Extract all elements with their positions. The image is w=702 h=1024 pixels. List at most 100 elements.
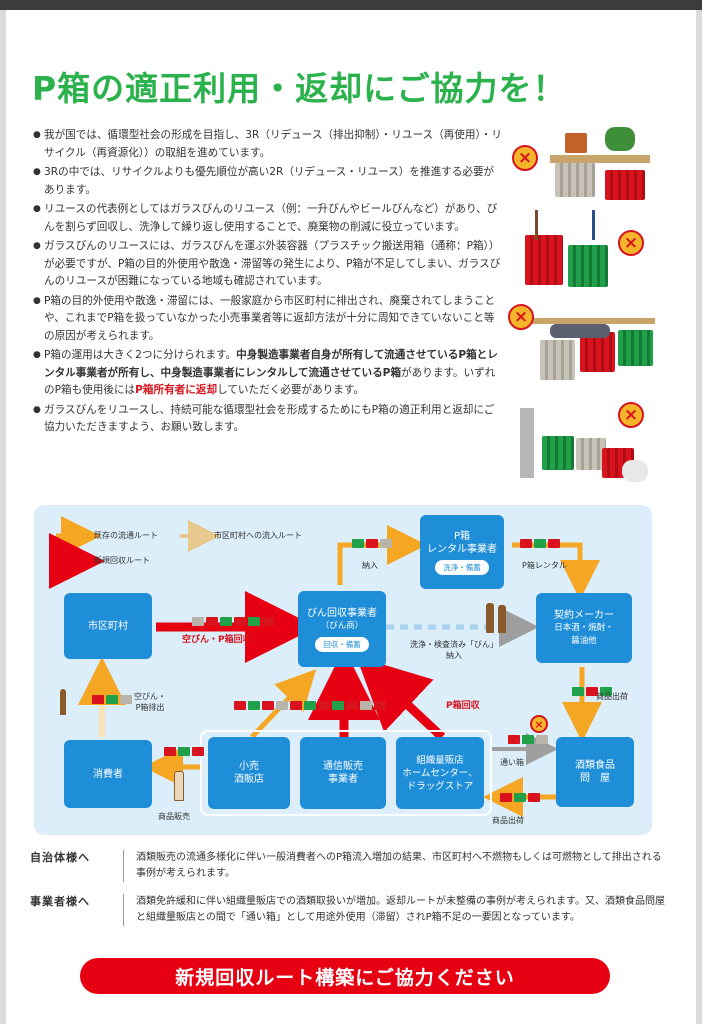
bullet-text: 3Rの中では、リサイクルよりも優先順位が高い2R（リデュース・リユース）を推進す…: [44, 166, 495, 196]
bullet-item: ガラスびんをリユースし、持続可能な循環型社会を形成するためにもP箱の適正利用と返…: [33, 402, 503, 437]
plant: [605, 127, 635, 151]
flower-pot: [565, 133, 587, 153]
node-mail-label: 通信販売 事業者: [323, 761, 363, 785]
label-through-box: 通い箱: [500, 758, 524, 767]
node-maker: 契約メーカー 日本酒・焼酎・ 醤油他: [536, 593, 632, 663]
crate-group-6: [164, 747, 204, 756]
node-collector-sub: （びん商）: [320, 620, 364, 631]
bullet-text: P箱所有者に返却: [135, 384, 218, 396]
node-mass-retail: 組織量販店 ホームセンター、 ドラッグストア: [396, 737, 484, 809]
node-rental-tag: 洗浄・備蓄: [435, 559, 489, 575]
crate-red: [580, 332, 615, 372]
right-edge: [696, 10, 702, 1024]
sake-bottle-icon: [60, 689, 66, 715]
node-mail-order: 通信販売 事業者: [300, 737, 386, 809]
note-municipality-body: 酒類販売の流通多様化に伴い一般消費者へのP箱流入増加の結果、市区町村へ不燃物もし…: [123, 850, 668, 882]
bullet-text: P箱の目的外使用や散逸・滞留には、一般家庭から市区町村に排出され、廃棄されてしま…: [44, 294, 496, 342]
crate-green: [568, 245, 608, 287]
bullet-text: があります。いずれのP箱も使用後には: [44, 366, 496, 397]
crate-group-9: [500, 793, 540, 802]
bullet-item: リユースの代表例としてはガラスびんのリユース（例：一升びんやビールびんなど）があ…: [33, 201, 503, 236]
umbrellas: [535, 210, 595, 240]
illustration-umbrella-stand: ×: [510, 205, 660, 295]
prohibited-icon: ×: [530, 715, 548, 733]
node-municipality-label: 市区町村: [88, 620, 128, 632]
bullet-text: P箱の運用は大きく2つに分けられます。: [44, 349, 237, 361]
flow-diagram: 既存の流通ルート 市区町村への流入ルート 新規回収ルート 市区町村 びん回収事業…: [34, 505, 652, 835]
node-rental: P箱 レンタル事業者 洗浄・備蓄: [420, 515, 504, 589]
node-consumer: 消費者: [64, 740, 152, 808]
crate-group-4: [234, 701, 386, 710]
sake-bottle-icon: [486, 603, 494, 633]
bullet-text: リユースの代表例としてはガラスびんのリユース（例：一升びんやビールびんなど）があ…: [44, 203, 498, 233]
bullet-item: 我が国では、循環型社会の形成を目指し、3R（リデュース（排出抑制）・リユース（再…: [33, 127, 503, 162]
crate-group-7: [572, 687, 612, 696]
prohibited-icon: ×: [512, 145, 538, 171]
bullet-text: ガラスびんのリユースには、ガラスびんを運ぶ外装容器（プラスチック搬送用箱（通称：…: [44, 240, 501, 287]
illustration-plant-stand: ×: [510, 125, 660, 210]
note-municipality: 自治体様へ 酒類販売の流通多様化に伴い一般消費者へのP箱流入増加の結果、市区町村…: [30, 850, 670, 886]
label-delivery: 納入: [362, 561, 378, 570]
illustration-bench: ×: [508, 300, 660, 385]
prohibited-icon: ×: [618, 402, 644, 428]
bullet-list: 我が国では、循環型社会の形成を目指し、3R（リデュース（排出抑制）・リユース（再…: [33, 127, 503, 439]
note-municipality-head: 自治体様へ: [30, 851, 90, 864]
crate-group-5: [92, 695, 132, 704]
legend-inflow: 市区町村への流入ルート: [214, 531, 302, 540]
crate-group-2: [352, 539, 392, 548]
label-product-ship-1: 商品出荷: [596, 692, 628, 701]
wall: [520, 408, 534, 478]
person: [550, 324, 610, 338]
bullet-item: ガラスびんのリユースには、ガラスびんを運ぶ外装容器（プラスチック搬送用箱（通称：…: [33, 238, 503, 291]
node-mass-label: 組織量販店 ホームセンター、 ドラッグストア: [402, 754, 478, 792]
crate-grey: [540, 340, 575, 380]
node-collector-tag: 回収・備蓄: [315, 636, 369, 652]
legend-existing: 既存の流通ルート: [94, 531, 158, 540]
bullet-text: ガラスびんをリユースし、持続可能な循環型社会を形成するためにもP箱の適正利用と返…: [44, 403, 495, 434]
node-collector-label: びん回収事業者: [307, 607, 377, 619]
crate-grey: [576, 438, 606, 470]
note-business-body: 酒類免許緩和に伴い組織量販店での酒類取扱いが増加。返却ルートが未整備の事例が考え…: [123, 894, 668, 926]
illustration-garbage-area: ×: [510, 398, 660, 488]
label-p-collect: P箱回収: [446, 701, 480, 711]
label-rental-out: P箱レンタル: [522, 561, 567, 570]
node-wholesaler: 酒類食品 問 屋: [556, 737, 634, 807]
retail-group-frame: [200, 730, 492, 816]
bullet-text: していただく必要があります。: [217, 384, 364, 396]
crate-green: [542, 436, 574, 470]
bullet-text: 我が国では、循環型社会の形成を目指し、3R（リデュース（排出抑制）・リユース（再…: [44, 129, 502, 159]
bullet-item: P箱の運用は大きく2つに分けられます。中身製造事業者自身が所有して流通させている…: [33, 347, 503, 400]
bullet-item: P箱の目的外使用や散逸・滞留には、一般家庭から市区町村に排出され、廃棄されてしま…: [33, 293, 503, 346]
garbage-bag: [622, 460, 648, 482]
prohibited-icon: ×: [618, 230, 644, 256]
sake-bottle-icon: [174, 771, 184, 801]
page-title: P箱の適正利用・返却にご協力を！: [32, 69, 567, 108]
shelf: [530, 318, 655, 324]
label-washed: 洗浄・検査済み「びん」 納入: [410, 640, 498, 660]
table-top: [550, 155, 650, 163]
bullet-item: 3Rの中では、リサイクルよりも優先順位が高い2R（リデュース・リユース）を推進す…: [33, 164, 503, 199]
node-maker-sub: 日本酒・焼酎・ 醤油他: [554, 622, 614, 646]
node-retail-label: 小売 酒販店: [234, 761, 264, 785]
crate-green: [618, 330, 653, 366]
label-product-ship-2: 商品出荷: [492, 816, 524, 825]
crate-red: [605, 170, 645, 200]
note-business-head: 事業者様へ: [30, 895, 90, 908]
label-empty-collect: 空びん・P箱回収: [182, 635, 252, 645]
node-wholesaler-label: 酒類食品 問 屋: [575, 760, 615, 784]
node-bottle-collector: びん回収事業者 （びん商） 回収・備蓄: [298, 591, 386, 667]
label-sale: 商品販売: [158, 812, 190, 821]
legend-new: 新規回収ルート: [94, 556, 150, 565]
crate-grey: [555, 163, 595, 197]
sake-bottle-icon: [498, 605, 506, 633]
node-retail: 小売 酒販店: [208, 737, 290, 809]
node-maker-label: 契約メーカー: [554, 609, 614, 621]
cta-banner: 新規回収ルート構築にご協力ください: [80, 958, 610, 994]
node-rental-label: P箱 レンタル事業者: [427, 530, 497, 555]
node-consumer-label: 消費者: [93, 768, 123, 780]
bullet-text: 中身製造事業者自身が所有して流通させているP箱とレンタル事業者が所有し、中身製造…: [44, 349, 498, 379]
node-municipality: 市区町村: [64, 593, 152, 659]
left-edge: [0, 10, 6, 1024]
arrow-mass-to-collector: [356, 656, 446, 741]
top-bar: [0, 0, 702, 10]
